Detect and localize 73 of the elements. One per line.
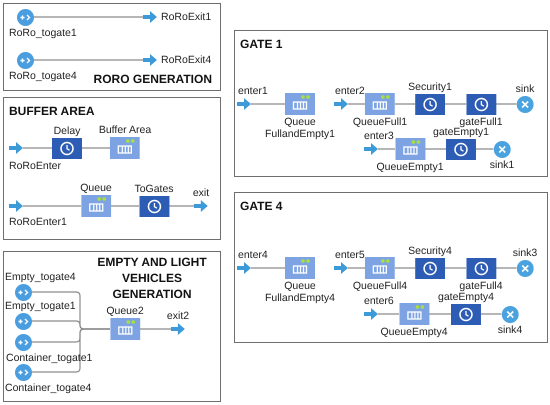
panel-frame bbox=[234, 30, 548, 177]
connector-line bbox=[348, 103, 365, 105]
block-label: gateFull1 bbox=[459, 116, 503, 128]
block-label: QueueFull4 bbox=[352, 280, 408, 292]
block-label: QueueFull1 bbox=[352, 116, 408, 128]
block-label: exit2 bbox=[166, 310, 190, 322]
block-label: exit bbox=[192, 187, 210, 199]
block-label: QueueEmpty1 bbox=[376, 161, 444, 173]
block-label: RoRo_togate4 bbox=[9, 70, 77, 82]
block-label: sink bbox=[516, 82, 534, 94]
block-label: QueueEmpty4 bbox=[380, 326, 448, 338]
connector-line bbox=[429, 313, 451, 315]
connector-line bbox=[481, 313, 502, 315]
block-label: gateFull4 bbox=[459, 280, 503, 292]
block-label: enter2 bbox=[335, 85, 365, 97]
connector-line bbox=[34, 59, 143, 61]
connector-line bbox=[445, 103, 466, 105]
block-label: RoRo_togate1 bbox=[9, 26, 77, 38]
panel-frame bbox=[3, 251, 221, 402]
connector-line bbox=[111, 205, 139, 207]
block-label: Queue FullandEmpty4 bbox=[264, 280, 336, 304]
connector-line bbox=[378, 313, 399, 315]
block-label: RoRoExit1 bbox=[161, 11, 212, 23]
connector-line bbox=[378, 148, 395, 150]
connector-line bbox=[23, 147, 52, 149]
connector-line bbox=[496, 103, 516, 105]
block-label: RoRoEnter bbox=[9, 160, 61, 172]
block-label: enter4 bbox=[238, 249, 268, 261]
connector-line bbox=[140, 328, 171, 330]
block-label: Queue bbox=[80, 182, 112, 194]
connector-line bbox=[348, 267, 365, 269]
block-label: Empty_togate1 bbox=[5, 300, 76, 312]
connector-line bbox=[445, 267, 466, 269]
connector-line bbox=[34, 16, 143, 18]
connector-line bbox=[395, 103, 415, 105]
connector-line bbox=[251, 267, 285, 269]
block-label: RoRoExit4 bbox=[161, 54, 212, 66]
block-label: Queue2 bbox=[106, 305, 144, 317]
panel-title: GATE 4 bbox=[240, 198, 282, 214]
connector-line bbox=[23, 205, 81, 207]
connector-line bbox=[476, 148, 494, 150]
block-label: Buffer Area bbox=[98, 124, 152, 136]
block-label: Security1 bbox=[408, 80, 452, 92]
block-label: enter6 bbox=[364, 295, 394, 307]
block-label: enter5 bbox=[335, 249, 365, 261]
connector-line bbox=[395, 267, 415, 269]
connector-line bbox=[169, 205, 194, 207]
block-label: gateEmpty4 bbox=[438, 290, 494, 302]
panel-title: RORO GENERATION bbox=[94, 71, 212, 87]
connector-line bbox=[82, 147, 110, 149]
block-label: sink1 bbox=[490, 158, 514, 170]
block-label: ToGates bbox=[134, 182, 174, 194]
block-label: enter3 bbox=[364, 130, 394, 142]
block-label: sink4 bbox=[498, 324, 522, 336]
block-label: Security4 bbox=[408, 244, 452, 256]
connector-line bbox=[251, 103, 285, 105]
block-label: sink3 bbox=[512, 246, 538, 258]
block-label: enter1 bbox=[238, 85, 268, 97]
block-label: Container_togate4 bbox=[5, 382, 92, 394]
block-label: RoRoEnter1 bbox=[9, 216, 67, 228]
panel-frame bbox=[3, 97, 221, 240]
panel-frame bbox=[234, 192, 548, 343]
block-label: Queue FullandEmpty1 bbox=[264, 116, 336, 140]
panel-title: EMPTY AND LIGHT VEHICLES GENERATION bbox=[96, 254, 208, 302]
connector-line bbox=[32, 328, 110, 373]
connector-line bbox=[425, 148, 446, 150]
panel-title: BUFFER AREA bbox=[9, 103, 95, 119]
panel-title: GATE 1 bbox=[240, 36, 282, 52]
block-label: Delay bbox=[54, 124, 80, 136]
connector-line bbox=[496, 267, 516, 269]
block-label: Container_togate1 bbox=[6, 352, 92, 364]
block-label: Empty_togate4 bbox=[5, 270, 76, 282]
panel-frame bbox=[3, 3, 221, 91]
